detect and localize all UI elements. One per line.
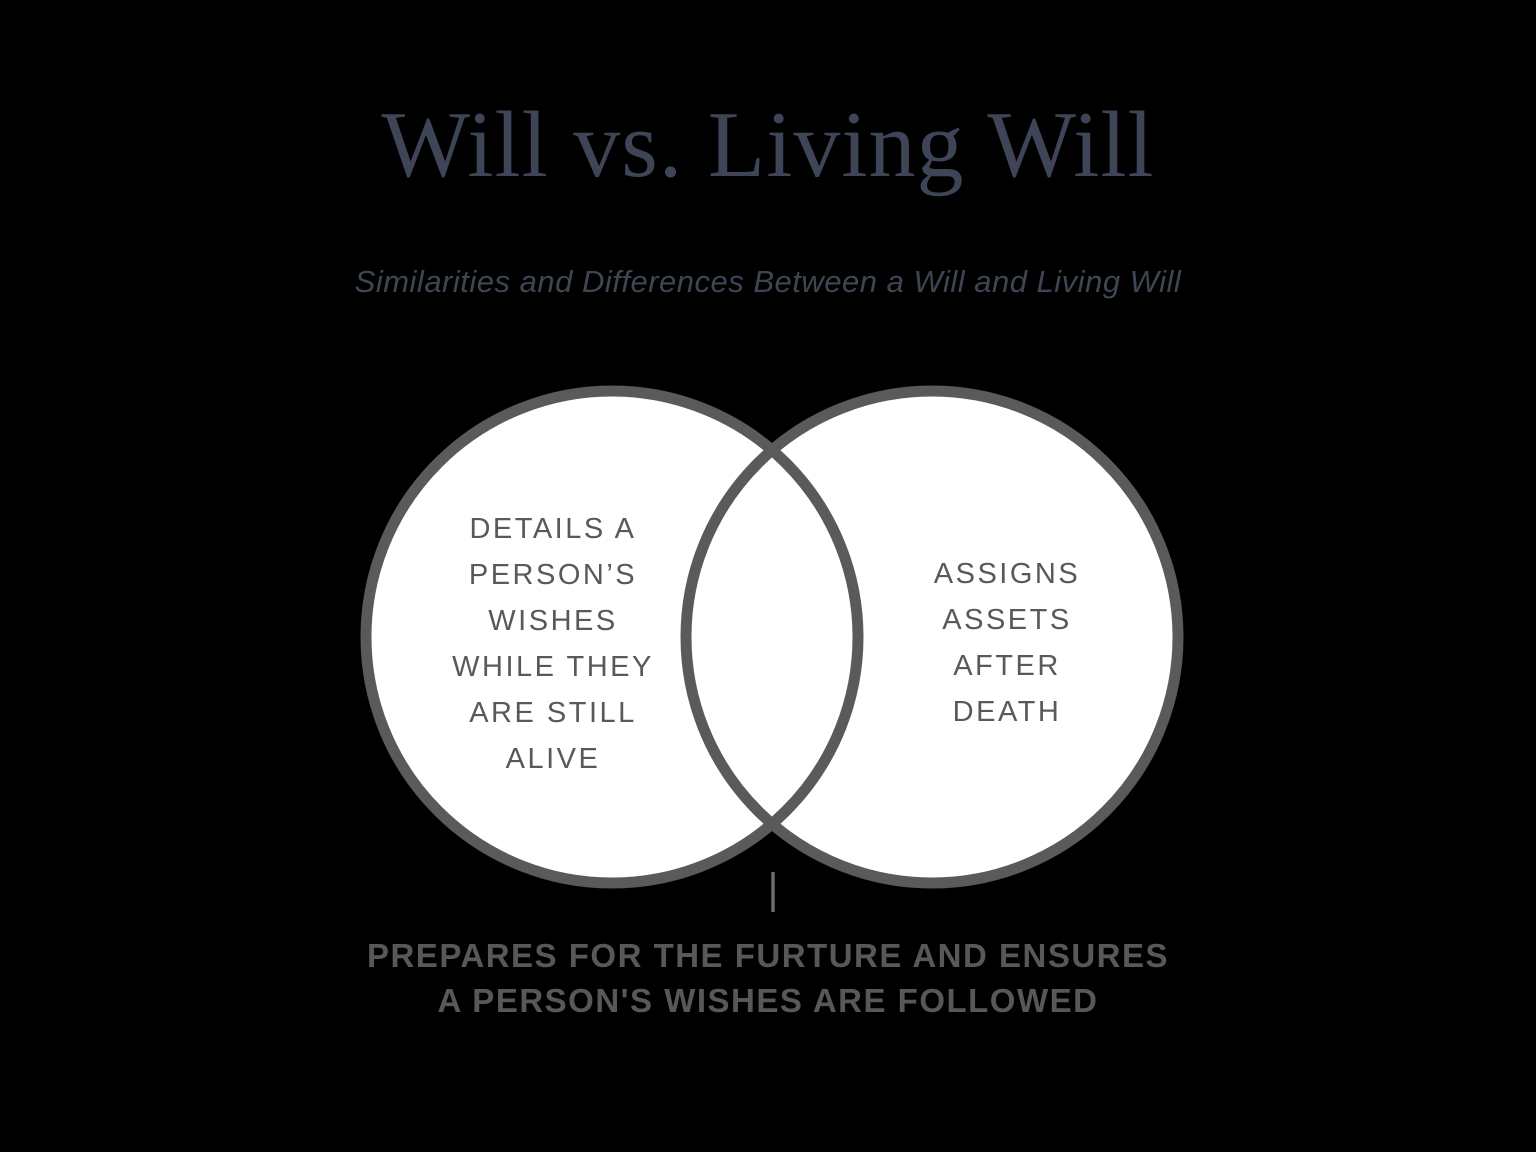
intersection-label: PREPARES FOR THE FURTURE AND ENSURES A P…: [366, 937, 1170, 1019]
right-circle-fill: [686, 391, 1178, 883]
page-title: Will vs. Living Will: [381, 93, 1155, 197]
left-circle-outline: [360, 385, 864, 889]
right-circle-outline: [680, 385, 1184, 889]
left-circle-label: DETAILS A PERSON’S WISHES WHILE THEY ARE…: [452, 513, 654, 775]
page-subtitle: Similarities and Differences Between a W…: [354, 264, 1182, 299]
right-circle-label: ASSIGNS ASSETS AFTER DEATH: [933, 558, 1081, 728]
